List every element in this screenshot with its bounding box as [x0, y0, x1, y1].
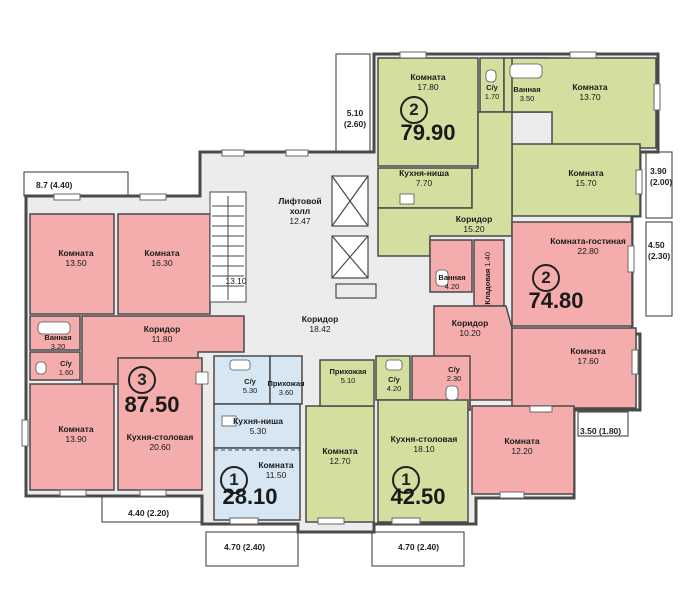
room-17-80	[377, 57, 479, 167]
room-17-60	[511, 327, 637, 409]
apartment-1room-blue	[213, 355, 303, 521]
room-15-70	[511, 143, 641, 217]
balcony-left-top	[23, 171, 129, 197]
balcony-top	[335, 53, 371, 155]
kitchen-18-10	[377, 399, 469, 523]
wc-1-60	[29, 351, 81, 381]
hall-3-60	[269, 355, 303, 405]
balcony-bottom-left	[205, 531, 299, 567]
apartment-1room-green	[305, 355, 469, 523]
balcony-right-upper	[645, 151, 673, 219]
living-22-80	[511, 221, 633, 327]
corridor-15-20	[377, 111, 513, 257]
fixtures	[35, 63, 543, 427]
windows	[21, 51, 661, 525]
balcony-left-bottom	[101, 495, 203, 523]
balconies	[23, 53, 673, 567]
stairwell	[209, 191, 247, 303]
storage-1-40	[473, 239, 505, 307]
room-16-30	[117, 213, 211, 315]
hall-5-10	[319, 359, 375, 407]
lift-shafts	[331, 175, 377, 299]
balcony-right-lower	[577, 411, 629, 437]
room-13-90	[29, 383, 115, 491]
room-13-50	[29, 213, 115, 315]
wc-1-70	[479, 57, 505, 113]
balcony-right-middle	[645, 221, 673, 317]
apartment-left-3room	[29, 213, 245, 491]
kitchen-20-60	[117, 357, 203, 491]
kitchen-niche-7-70	[377, 167, 473, 209]
room-12-70	[305, 405, 375, 523]
room-12-20	[471, 405, 575, 495]
balcony-bottom-right	[371, 531, 465, 567]
room-11-50	[213, 447, 301, 521]
wc-4-20	[375, 355, 411, 401]
